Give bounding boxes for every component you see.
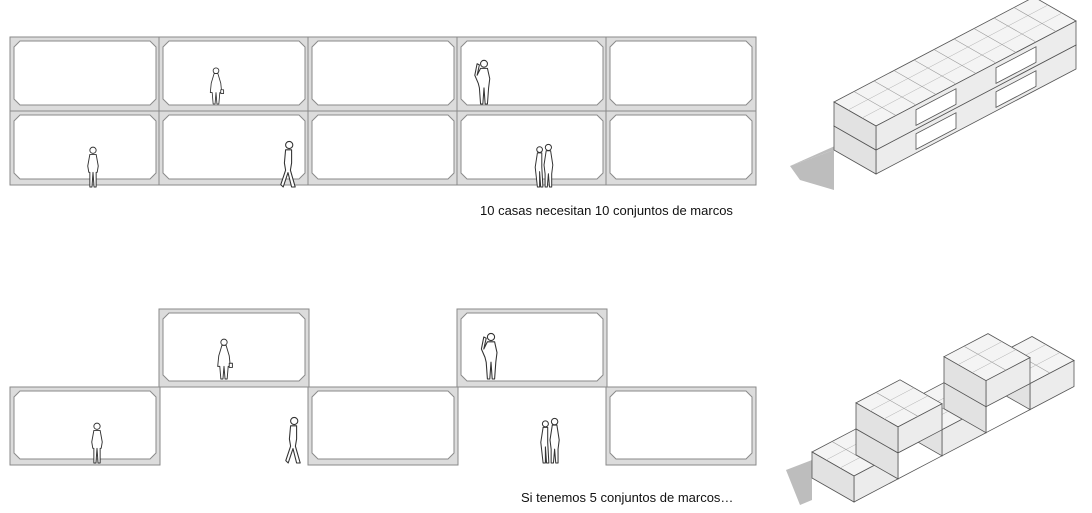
frame-end-face — [811, 451, 855, 503]
isometric-ten-frames — [790, 0, 1077, 190]
person-silhouette-icon — [474, 59, 491, 105]
people-silhouettes — [87, 59, 560, 464]
top-frame — [9, 36, 161, 112]
person-silhouette-icon — [540, 417, 560, 464]
shadow — [786, 460, 812, 505]
person-silhouette-icon — [87, 146, 99, 188]
bottom-frame — [456, 308, 608, 388]
top-frame — [158, 110, 310, 186]
person-silhouette-icon — [209, 67, 225, 105]
frame-opening — [995, 46, 1037, 85]
top-frame — [158, 36, 310, 112]
top-frame — [605, 110, 757, 186]
top-frame — [456, 110, 608, 186]
caption-five-frames: Si tenemos 5 conjuntos de marcos… — [521, 490, 734, 505]
frame-opening — [995, 70, 1037, 109]
person-silhouette-icon — [480, 332, 498, 380]
bottom-frame — [605, 386, 757, 466]
top-frame — [9, 110, 161, 186]
person-silhouette-icon — [285, 416, 301, 464]
elevation-ten-frames — [9, 36, 757, 186]
person-silhouette-icon — [534, 143, 554, 188]
top-frame — [605, 36, 757, 112]
caption-ten-frames: 10 casas necesitan 10 conjuntos de marco… — [480, 203, 733, 218]
frame-end-face — [943, 356, 987, 408]
bottom-frame — [9, 386, 161, 466]
frame-end-face — [833, 101, 877, 151]
frame-opening — [915, 88, 957, 127]
person-silhouette-icon — [91, 422, 103, 464]
top-frame — [307, 36, 459, 112]
shadow — [790, 150, 834, 190]
frame-end-face — [855, 402, 899, 454]
frame-opening — [915, 112, 957, 151]
top-frame — [307, 110, 459, 186]
bottom-frame — [158, 308, 310, 388]
person-silhouette-icon — [280, 140, 296, 188]
person-silhouette-icon — [217, 338, 233, 380]
isometric-five-frames — [786, 333, 1075, 505]
elevation-five-frames — [9, 308, 757, 466]
bottom-frame — [307, 386, 459, 466]
